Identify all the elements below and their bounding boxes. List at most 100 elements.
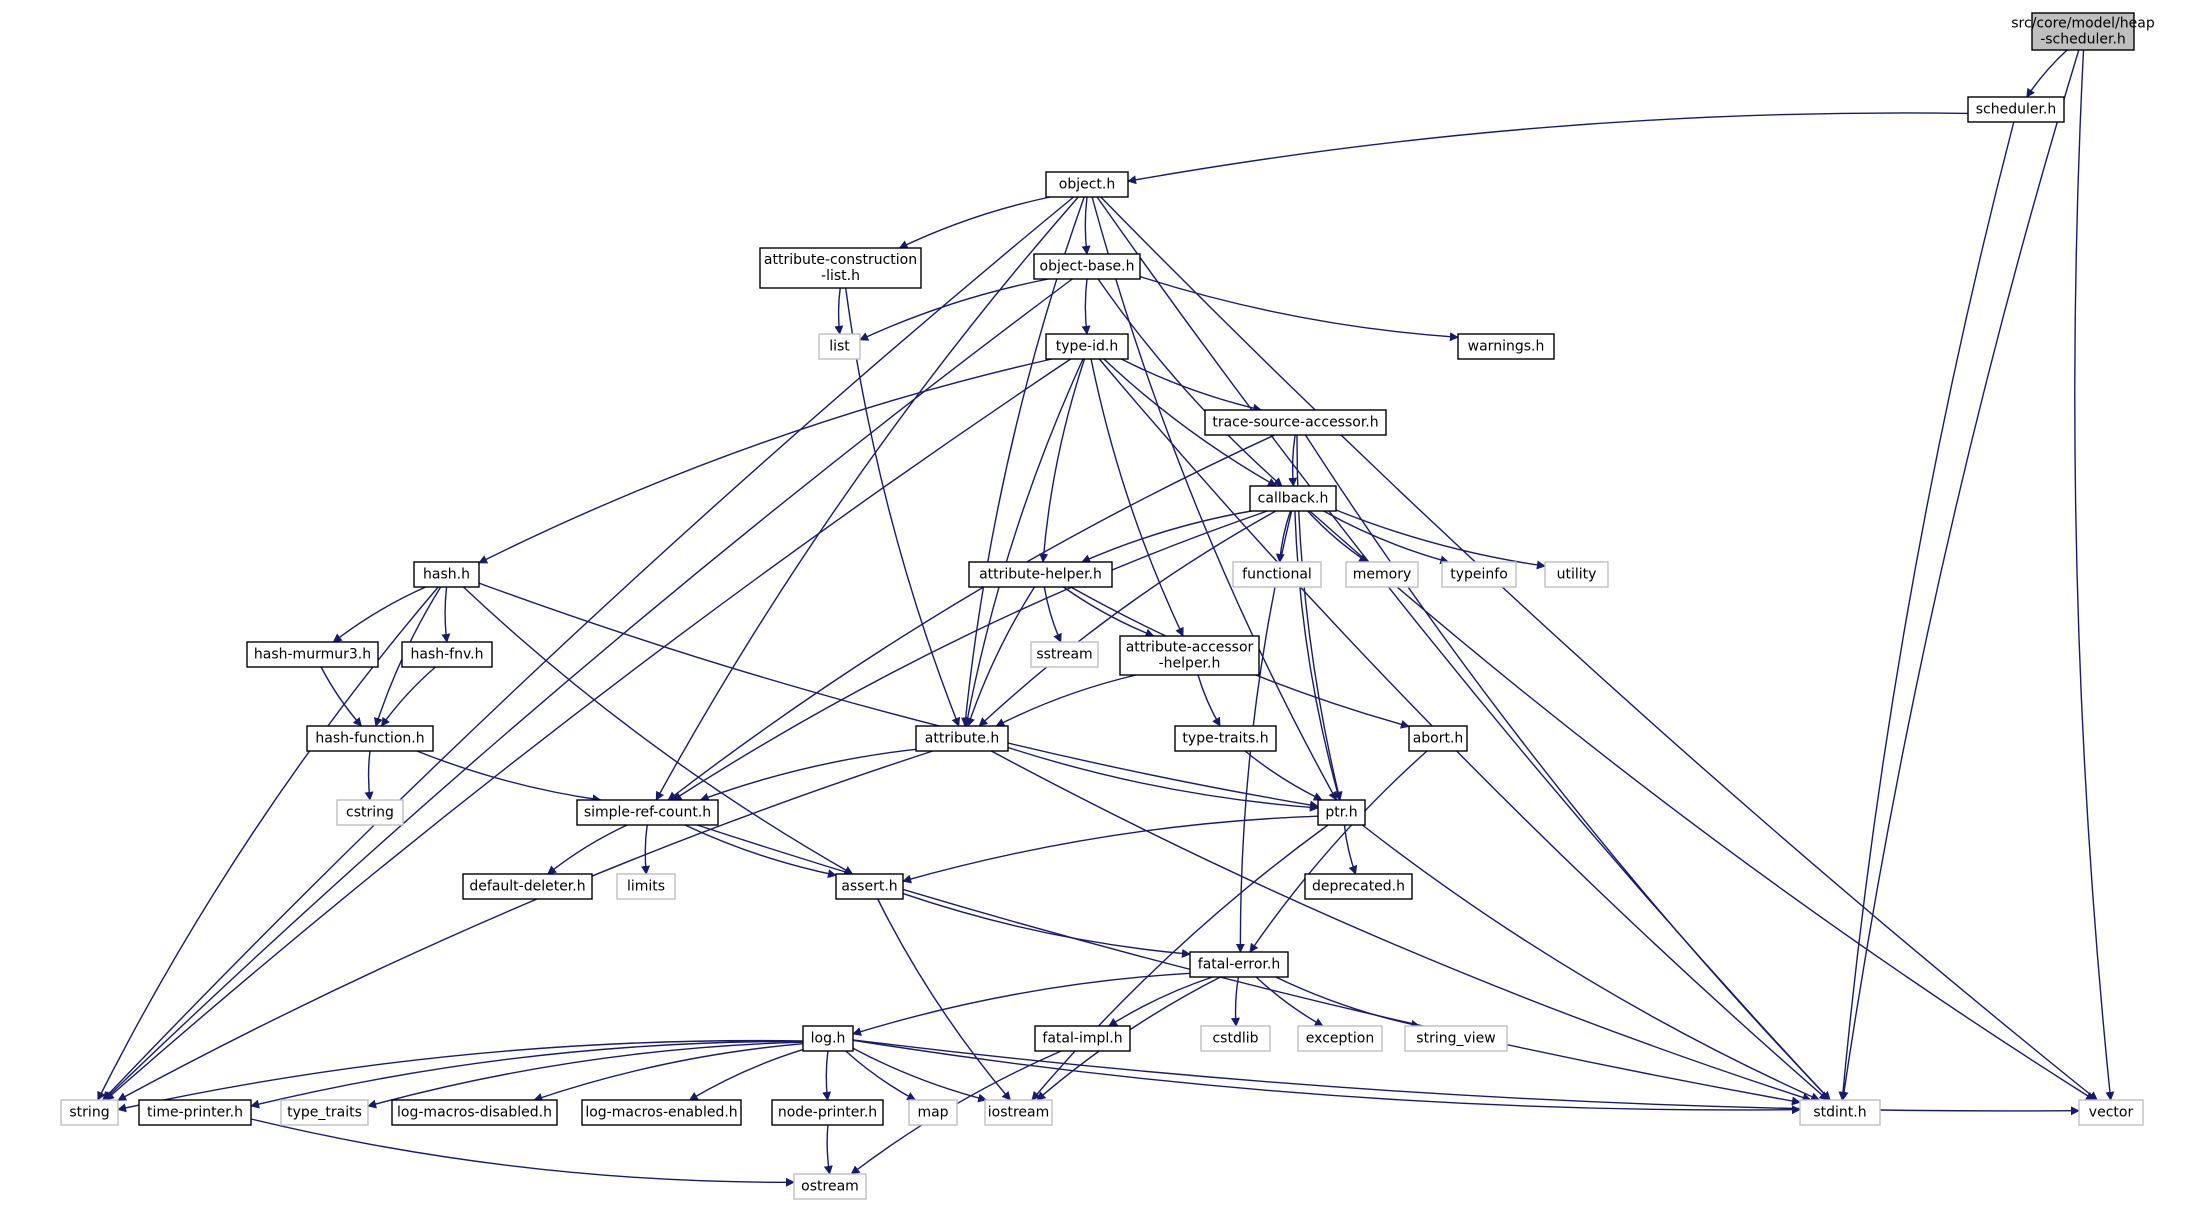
- node-default-del[interactable]: default-deleter.h: [462, 873, 593, 900]
- node-box: [462, 873, 593, 900]
- node-attribute[interactable]: attribute.h: [915, 725, 1009, 752]
- node-root[interactable]: src/core/model/heap-scheduler.h: [2011, 12, 2155, 51]
- node-trace-src[interactable]: trace-source-accessor.h: [1204, 409, 1387, 436]
- node-label: attribute.h: [925, 731, 999, 747]
- node-assert[interactable]: assert.h: [835, 873, 904, 900]
- node-box: [1204, 409, 1387, 436]
- node-callback[interactable]: callback.h: [1249, 485, 1337, 512]
- node-label: list: [829, 339, 850, 355]
- edge-attr-acc-to-type-traits-h: [1197, 674, 1221, 727]
- node-attr-constr[interactable]: attribute-construction-list.h: [759, 247, 922, 289]
- node-label: utility: [1557, 567, 1597, 583]
- edge-ptr-to-deprecated: [1343, 824, 1358, 875]
- node-label: hash-fnv.h: [411, 647, 484, 663]
- node-label: cstring: [346, 805, 394, 821]
- node-memory: memory: [1345, 561, 1419, 588]
- node-stdint: stdint.h: [1799, 1099, 1881, 1126]
- node-label: memory: [1353, 567, 1412, 583]
- node-log[interactable]: log.h: [802, 1025, 854, 1052]
- node-ostream: ostream: [793, 1173, 867, 1200]
- node-label: log-macros-enabled.h: [585, 1105, 737, 1121]
- node-box: [401, 641, 493, 668]
- node-label: deprecated.h: [1312, 879, 1405, 895]
- edge-log-to-log-men: [688, 1048, 804, 1101]
- edge-log-to-string: [117, 1039, 804, 1113]
- node-box: [1232, 561, 1322, 588]
- node-attr-acc[interactable]: attribute-accessor-helper.h: [1119, 635, 1260, 676]
- node-log-men[interactable]: log-macros-enabled.h: [581, 1099, 742, 1126]
- edge-attribute-to-string: [117, 750, 934, 1101]
- node-deprecated[interactable]: deprecated.h: [1304, 873, 1413, 900]
- node-limits: limits: [616, 873, 676, 900]
- node-hash[interactable]: hash.h: [413, 561, 480, 588]
- node-label: fatal-error.h: [1198, 957, 1280, 973]
- edge-log-to-time-printer: [250, 1040, 804, 1109]
- node-map: map: [908, 1099, 958, 1126]
- node-label: hash.h: [423, 567, 470, 583]
- node-attr-helper[interactable]: attribute-helper.h: [968, 561, 1113, 588]
- node-hash-func[interactable]: hash-function.h: [306, 725, 434, 752]
- node-fatal-impl[interactable]: fatal-impl.h: [1034, 1025, 1131, 1052]
- edge-object-base-to-warnings: [1139, 275, 1459, 342]
- node-ptr[interactable]: ptr.h: [1317, 799, 1366, 826]
- node-label: type_traits: [287, 1105, 362, 1121]
- node-box: [968, 561, 1113, 588]
- node-box: [1544, 561, 1609, 588]
- node-box: [818, 333, 861, 360]
- node-warnings[interactable]: warnings.h: [1457, 333, 1555, 360]
- edge-type-id-to-attribute: [963, 358, 1084, 727]
- node-object-base[interactable]: object-base.h: [1033, 253, 1141, 280]
- node-hash-murmur[interactable]: hash-murmur3.h: [246, 641, 379, 668]
- node-time-printer[interactable]: time-printer.h: [138, 1099, 252, 1126]
- edge-log-to-log-mdis: [533, 1043, 804, 1102]
- node-label: attribute-accessor: [1126, 640, 1254, 656]
- node-box: [280, 1099, 369, 1126]
- node-abort[interactable]: abort.h: [1408, 725, 1468, 752]
- node-hash-fnv[interactable]: hash-fnv.h: [401, 641, 493, 668]
- node-list: list: [818, 333, 861, 360]
- node-type-id[interactable]: type-id.h: [1045, 333, 1129, 360]
- edge-fatal-error-to-cstdlib: [1231, 976, 1240, 1027]
- node-box: [391, 1099, 558, 1126]
- node-label: warnings.h: [1468, 339, 1545, 355]
- node-string: string: [60, 1099, 119, 1126]
- edge-object-base-to-callback: [1097, 278, 1283, 487]
- node-box: [1174, 725, 1277, 752]
- edge-object-to-attr-constr: [898, 196, 1051, 249]
- node-cstring: cstring: [336, 799, 404, 826]
- node-label: fatal-impl.h: [1042, 1031, 1122, 1047]
- node-box: [336, 799, 404, 826]
- node-scheduler[interactable]: scheduler.h: [1967, 96, 2065, 123]
- node-type-traits-h[interactable]: type-traits.h: [1174, 725, 1277, 752]
- edge-trace-src-to-callback: [1288, 434, 1298, 487]
- node-box: [984, 1099, 1053, 1126]
- node-label: assert.h: [841, 879, 897, 895]
- edge-attr-helper-to-sstream: [1043, 586, 1062, 643]
- edge-log-to-vector: [852, 1039, 2080, 1116]
- node-label: time-printer.h: [147, 1105, 243, 1121]
- edge-hash-to-string: [97, 586, 439, 1101]
- edge-ptr-to-stdint: [1361, 824, 1821, 1101]
- node-label: vector: [2089, 1105, 2134, 1121]
- edge-hash-to-ptr: [478, 582, 1319, 810]
- node-box: [1304, 873, 1413, 900]
- edge-hash-to-assert: [462, 586, 854, 875]
- node-label: iostream: [988, 1105, 1050, 1121]
- node-log-mdis[interactable]: log-macros-disabled.h: [391, 1099, 558, 1126]
- node-box: [771, 1099, 884, 1126]
- edge-object-to-object-base: [1081, 196, 1091, 255]
- edge-object-base-to-type-id: [1081, 278, 1091, 335]
- node-fatal-error[interactable]: fatal-error.h: [1189, 951, 1289, 978]
- node-box: [306, 725, 434, 752]
- node-node-printer[interactable]: node-printer.h: [771, 1099, 884, 1126]
- edge-object-base-to-string: [103, 278, 1073, 1101]
- edge-hash-func-to-cstring: [364, 750, 374, 801]
- node-object[interactable]: object.h: [1045, 171, 1129, 198]
- edge-type-id-to-trace-src: [1120, 358, 1263, 413]
- node-string-view: string_view: [1404, 1025, 1508, 1052]
- node-label: node-printer.h: [778, 1105, 877, 1121]
- edge-attr-helper-to-attr-acc: [1063, 586, 1155, 638]
- node-label: exception: [1306, 1031, 1374, 1047]
- node-simple-ref[interactable]: simple-ref-count.h: [576, 799, 719, 826]
- node-label: abort.h: [1413, 731, 1464, 747]
